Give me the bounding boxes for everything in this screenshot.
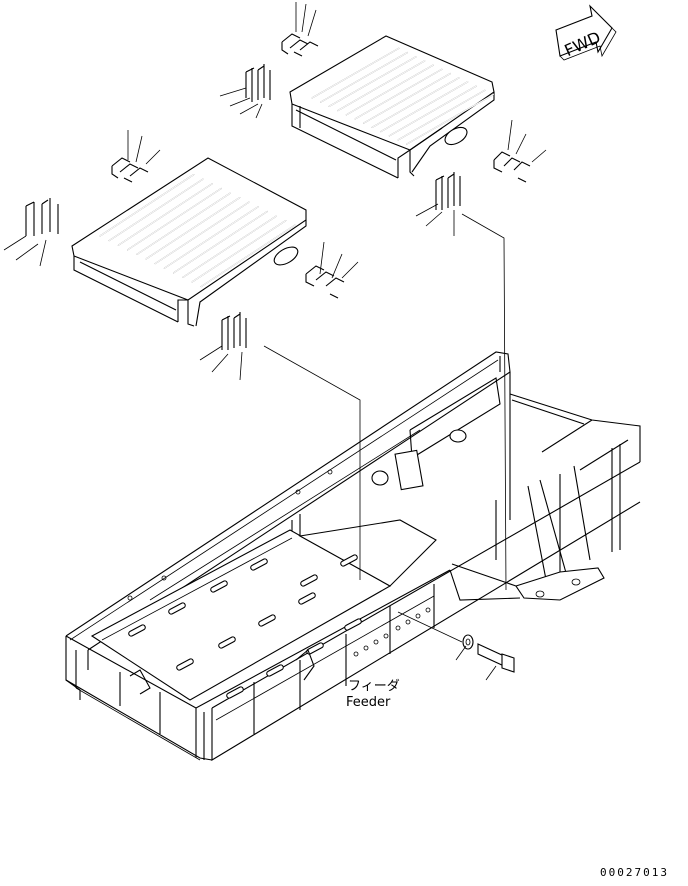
floor-slot: [340, 554, 358, 567]
clip-set-upper-right: [493, 119, 547, 183]
figure-number: 00027013: [600, 866, 669, 879]
grate-slot: [163, 206, 259, 269]
floor-plate-slots: [128, 554, 362, 699]
grate-slot: [354, 68, 443, 120]
bolt-hole: [363, 645, 369, 651]
grate-slot: [328, 56, 417, 107]
bolt: [477, 643, 515, 681]
grate-slot: [397, 89, 486, 141]
grate-slot: [406, 93, 494, 145]
bolt-hole: [353, 651, 359, 657]
grate-slot: [371, 77, 460, 128]
front-wall-holes: [127, 469, 431, 657]
floor-slot: [258, 614, 276, 627]
upper-grate-slots: [311, 47, 494, 145]
grate-slot: [363, 72, 451, 124]
grate-slot: [127, 187, 222, 251]
grate-slot: [345, 64, 434, 116]
grate-slot: [154, 201, 250, 265]
clip-set-lower-left: [3, 198, 59, 267]
clip-set-upper-left: [219, 64, 271, 119]
floor-slot: [266, 664, 284, 677]
grate-slot: [200, 224, 296, 288]
grate-slot: [320, 51, 408, 103]
floor-slot: [344, 618, 362, 631]
bolt-hole: [425, 607, 431, 613]
bolt-hole: [405, 619, 411, 625]
clip-set-upper-top: [281, 2, 319, 57]
grate-slot: [108, 178, 204, 242]
clip-set-lower-top: [111, 130, 161, 183]
grate-slot: [145, 197, 241, 260]
washer: [455, 634, 474, 661]
floor-slot: [250, 558, 268, 571]
floor-slot: [306, 642, 324, 655]
bolt-hole: [127, 595, 133, 601]
floor-slot: [298, 592, 316, 605]
clip-set-lower-right: [305, 241, 359, 299]
bolt-hole: [327, 469, 333, 475]
grate-slot: [182, 215, 278, 278]
grate-slot: [136, 192, 232, 255]
feeder-label-japanese: フィーダ: [348, 679, 400, 694]
floor-slot: [128, 624, 146, 637]
floor-slot: [210, 580, 228, 593]
grate-slot: [337, 60, 426, 112]
bolt-hole: [383, 633, 389, 639]
bolt-hole: [415, 613, 421, 619]
grate-slot: [380, 81, 469, 133]
upper-grate: [289, 35, 495, 179]
floor-slot: [176, 658, 194, 671]
lower-grate: [71, 157, 307, 327]
bolt-hole: [161, 575, 167, 581]
clip-set-lower-bottom: [199, 312, 247, 381]
feeder-label-english: Feeder: [346, 695, 391, 710]
floor-slot: [168, 602, 186, 615]
bolt-hole: [395, 625, 401, 631]
grate-slot: [191, 220, 287, 283]
grate-slot: [117, 183, 213, 246]
bolt-hole: [373, 639, 379, 645]
clip-set-upper-bottom: [415, 172, 461, 236]
forward-direction-arrow: FWD: [555, 4, 617, 61]
grate-slot: [311, 47, 400, 99]
grate-slot: [388, 85, 477, 137]
lower-grate-slots: [99, 174, 296, 288]
grate-slot: [99, 174, 195, 237]
grate-slot: [173, 210, 268, 274]
floor-slot: [218, 636, 236, 649]
floor-slot: [300, 574, 318, 587]
assembly-leader-lines: [263, 213, 507, 643]
bolt-hole: [295, 489, 301, 495]
floor-slot: [226, 686, 244, 699]
feeder-frame: [65, 351, 641, 761]
